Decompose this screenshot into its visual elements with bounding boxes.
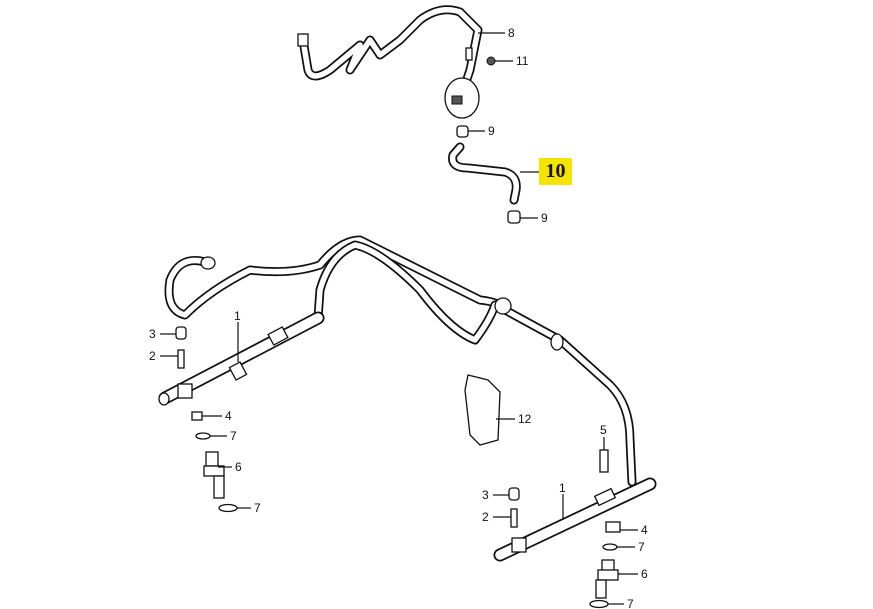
- valve-2-left: [177, 349, 185, 369]
- callout-3: 3: [482, 488, 489, 502]
- valve-2-right: [510, 508, 518, 528]
- callout-8: 8: [508, 26, 515, 40]
- hose-clamp-9-upper: [456, 125, 469, 138]
- callout-1: 1: [559, 481, 566, 495]
- callout-9: 9: [541, 211, 548, 225]
- fuel-hose-8: [297, 5, 483, 90]
- leader-lines: [160, 32, 638, 605]
- bracket-4-left: [191, 411, 203, 421]
- injector-6-left: [203, 451, 225, 499]
- callout-4: 4: [225, 409, 232, 423]
- callout-7: 7: [627, 597, 634, 609]
- callout-9: 9: [488, 124, 495, 138]
- callout-7: 7: [230, 429, 237, 443]
- bracket-12: [464, 374, 501, 446]
- fuel-lines: [164, 235, 637, 487]
- cap-3-left: [175, 326, 187, 340]
- fuel-rail-left: [158, 311, 325, 406]
- callout-6: 6: [641, 567, 648, 581]
- oring-7-right-lower: [589, 599, 609, 609]
- callout-1: 1: [234, 309, 241, 323]
- callout-3: 3: [149, 327, 156, 341]
- callout-12: 12: [518, 412, 532, 426]
- hose-10: [448, 142, 521, 205]
- cap-3-right: [508, 487, 520, 501]
- bolt-5: [599, 449, 609, 473]
- hose-fitting: [297, 33, 309, 47]
- oring-7-right: [602, 543, 618, 551]
- callout-11: 11: [516, 54, 529, 68]
- callout-2: 2: [482, 510, 489, 524]
- callout-10-highlighted[interactable]: 10: [539, 158, 572, 185]
- fuel-filter: [444, 47, 480, 119]
- callout-4: 4: [641, 523, 648, 537]
- callout-7: 7: [254, 501, 261, 515]
- oring-7-left: [195, 432, 211, 440]
- callout-6: 6: [235, 460, 242, 474]
- oring-7-left-lower: [218, 503, 238, 513]
- callout-2: 2: [149, 349, 156, 363]
- injector-6-right: [595, 559, 619, 599]
- nut-11: [486, 56, 496, 66]
- bracket-4-right: [605, 521, 621, 533]
- callout-5: 5: [600, 423, 607, 437]
- hose-clamp-9-lower: [507, 210, 521, 224]
- callout-7: 7: [638, 540, 645, 554]
- fuel-rail-right: [493, 477, 657, 562]
